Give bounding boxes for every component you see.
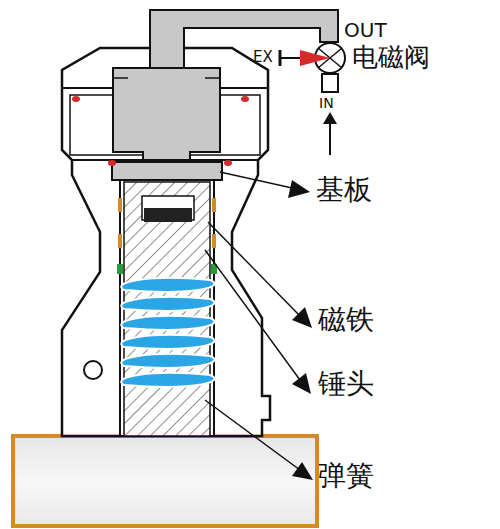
air-pipe: [150, 10, 338, 70]
port-label: IN: [319, 96, 334, 110]
part-label: 弹簧: [318, 462, 374, 490]
port-label: OUT: [344, 20, 387, 40]
base-plate: [112, 162, 222, 180]
port-label: EX: [253, 50, 273, 65]
magnet: [144, 208, 192, 222]
piston: [113, 68, 220, 160]
part-label: 基板: [316, 176, 372, 204]
part-label: 磁铁: [318, 306, 374, 334]
leader-lines: [205, 172, 300, 470]
part-label: 电磁阀: [352, 44, 430, 70]
housing: [62, 48, 270, 436]
spring: [121, 278, 214, 387]
part-label: 锤头: [318, 370, 374, 398]
